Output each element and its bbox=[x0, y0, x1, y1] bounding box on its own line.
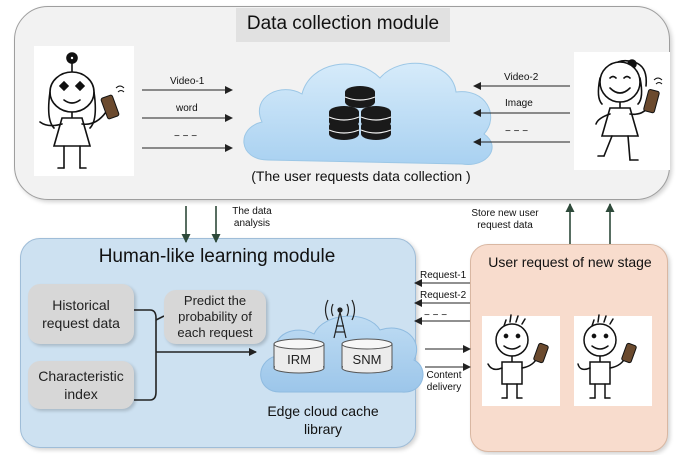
input-label-word: word bbox=[176, 103, 198, 114]
request-more-label: − − − bbox=[424, 310, 448, 321]
data-collection-title: Data collection module bbox=[246, 13, 440, 34]
content-delivery-label: Content delivery bbox=[426, 370, 462, 393]
characteristic-index-label: Characteristic index bbox=[38, 368, 124, 402]
user-girl-right-illustration bbox=[574, 52, 670, 170]
data-collection-caption: (The user requests data collection ) bbox=[251, 168, 471, 184]
snm-label: SNM bbox=[352, 352, 382, 367]
historical-request-data-label: Historical request data bbox=[42, 297, 120, 331]
human-learning-title: Human-like learning module bbox=[98, 246, 336, 267]
store-request-label: Store new user request data bbox=[471, 208, 539, 231]
user-request-title: User request of new stage bbox=[488, 254, 652, 270]
request-2-label: Request-2 bbox=[420, 290, 467, 301]
predict-probability-box: Predict the probability of each request bbox=[164, 290, 266, 344]
content-delivery-arrows bbox=[425, 345, 471, 371]
input-bracket bbox=[134, 309, 257, 401]
store-request-arrows bbox=[565, 203, 615, 244]
data-analysis-arrows bbox=[181, 206, 221, 243]
database-stack-icon bbox=[328, 86, 392, 140]
request-1-label: Request-1 bbox=[420, 270, 467, 281]
left-input-arrows bbox=[142, 86, 233, 152]
irm-cylinder bbox=[273, 338, 325, 374]
user-girl-left-illustration bbox=[34, 46, 134, 176]
user-boy-right-illustration bbox=[574, 314, 652, 406]
predict-probability-label: Predict the probability of each request bbox=[177, 293, 253, 340]
historical-request-data-box: Historical request data bbox=[28, 284, 134, 344]
characteristic-index-box: Characteristic index bbox=[28, 361, 134, 409]
irm-label: IRM bbox=[287, 352, 311, 367]
input-label-video-1: Video-1 bbox=[170, 76, 205, 87]
right-input-arrows bbox=[473, 82, 570, 146]
input-label-more-left: − − − bbox=[174, 131, 198, 142]
input-label-video-2: Video-2 bbox=[504, 72, 539, 83]
snm-cylinder bbox=[341, 338, 393, 374]
request-arrows bbox=[414, 279, 470, 325]
input-label-more-right: − − − bbox=[505, 126, 529, 137]
antenna-icon bbox=[324, 299, 356, 339]
user-boy-left-illustration bbox=[482, 314, 560, 406]
data-collection-title-box bbox=[236, 8, 450, 42]
data-analysis-label: The data analysis bbox=[232, 206, 272, 229]
input-label-image: Image bbox=[505, 98, 533, 109]
edge-cache-label: Edge cloud cache library bbox=[267, 403, 379, 437]
